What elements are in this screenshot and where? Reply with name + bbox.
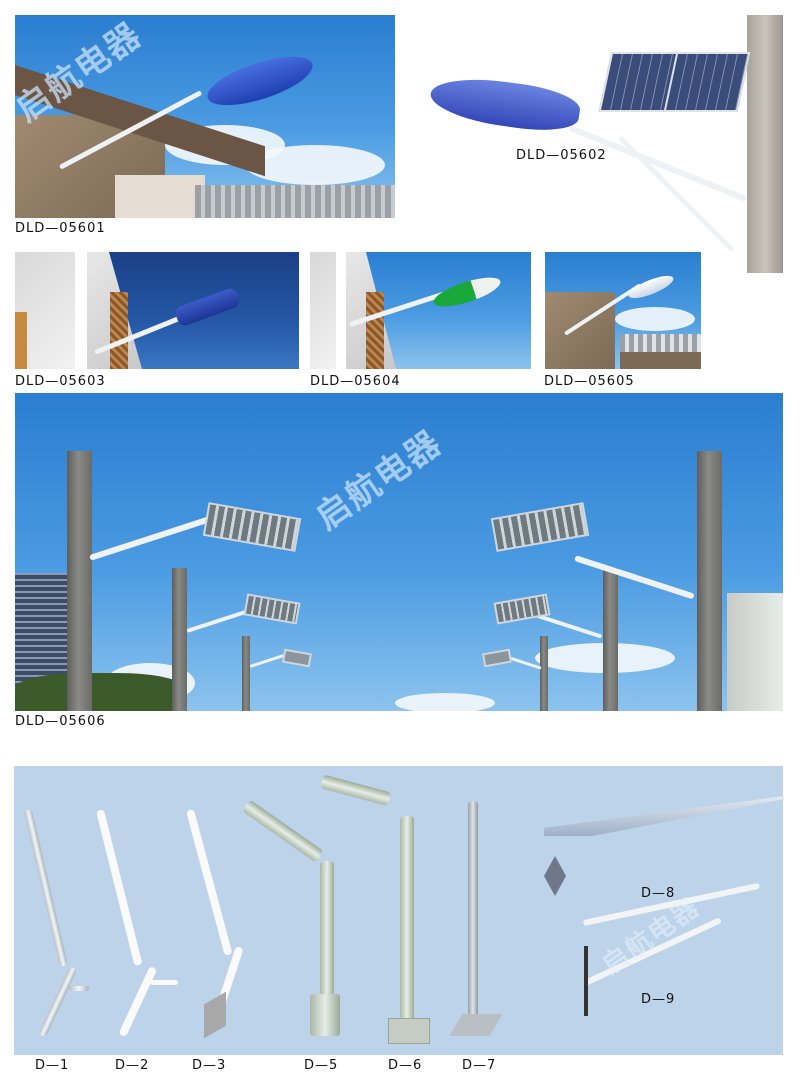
led-lamp-head	[481, 648, 513, 668]
lamp-arm	[534, 613, 603, 639]
led-lamp-head	[281, 648, 313, 668]
bracket-label-d1: D—1	[35, 1058, 70, 1073]
bracket-label-d7: D—7	[462, 1058, 497, 1073]
led-lamp-head	[202, 502, 302, 552]
bracket-d6-top	[320, 774, 392, 807]
bracket-d1-lower	[38, 966, 78, 1038]
product-label: DLD—05606	[15, 714, 106, 729]
lamp-head	[427, 71, 583, 137]
solar-panel-2	[663, 52, 751, 112]
bracket-d6	[400, 816, 414, 1026]
street-pole	[697, 451, 722, 711]
building-wall	[545, 292, 615, 369]
lamp-arm	[89, 514, 215, 561]
window	[15, 312, 27, 369]
product-photo-dld-05606: 启航电器	[15, 393, 783, 711]
product-label: DLD—05601	[15, 221, 106, 236]
watermark: 启航电器	[308, 422, 450, 539]
led-lamp-head	[490, 502, 590, 552]
trees-left	[15, 673, 185, 711]
led-lamp-head	[493, 593, 551, 625]
product-label: DLD—05604	[310, 374, 401, 389]
roof-tiles	[620, 334, 701, 354]
bracket-d6-base	[388, 1018, 430, 1044]
product-label: DLD—05605	[544, 374, 635, 389]
product-photo-dld-05601: 启航电器	[15, 15, 395, 218]
lamp-head	[626, 271, 676, 303]
concrete-pole	[747, 15, 783, 273]
cloud	[395, 693, 495, 711]
product-label: DLD—05602	[516, 148, 607, 163]
cloud	[615, 307, 695, 331]
lamp-arm	[574, 555, 695, 600]
street-pole	[242, 636, 250, 711]
bracket-label-d3: D—3	[192, 1058, 227, 1073]
bracket-d3-plate	[204, 991, 226, 1039]
bracket-label-d2: D—2	[115, 1058, 150, 1073]
street-pole	[172, 568, 187, 711]
led-lamp-head	[243, 593, 301, 625]
bracket-catalog-panel: 启航电器	[14, 766, 784, 1055]
bracket-d8	[544, 796, 784, 836]
bracket-d7	[468, 801, 478, 1021]
street-pole	[67, 451, 92, 711]
roof-tiles	[195, 185, 395, 218]
product-label: DLD—05603	[15, 374, 106, 389]
building-right	[727, 593, 783, 711]
bracket-d9-mount	[584, 946, 588, 1016]
bracket-d7-base	[449, 1014, 503, 1036]
bracket-label-d5: D—5	[304, 1058, 339, 1073]
street-pole	[540, 636, 548, 711]
product-photo-dld-05602	[420, 10, 790, 275]
street-pole	[603, 568, 618, 711]
bracket-d1-foot	[69, 986, 89, 991]
bracket-d5	[320, 861, 334, 996]
bracket-d2-lower	[118, 966, 158, 1038]
bracket-d2-foot	[150, 980, 178, 985]
bracket-label-d9: D—9	[641, 992, 676, 1007]
product-photo-dld-05605	[545, 252, 701, 369]
carved-panel	[110, 292, 128, 369]
building-wall	[620, 352, 701, 369]
bracket-d5-top	[242, 799, 324, 863]
bracket-d2	[96, 809, 143, 967]
product-photo-dld-05603	[15, 252, 299, 369]
bracket-d3	[186, 808, 233, 956]
bracket-label-d6: D—6	[388, 1058, 423, 1073]
carved-panel	[366, 292, 384, 369]
lamp-arm	[568, 125, 748, 202]
building-wall	[310, 252, 336, 369]
cloud	[245, 145, 385, 185]
product-photo-dld-05604	[310, 252, 531, 369]
bracket-d8-plate	[544, 856, 566, 896]
bracket-d1	[24, 809, 68, 967]
building-eave	[115, 175, 205, 218]
support-arm	[618, 135, 735, 253]
bracket-label-d8: D—8	[641, 886, 676, 901]
bracket-d5-base	[310, 994, 340, 1036]
lamp-head	[202, 46, 318, 116]
